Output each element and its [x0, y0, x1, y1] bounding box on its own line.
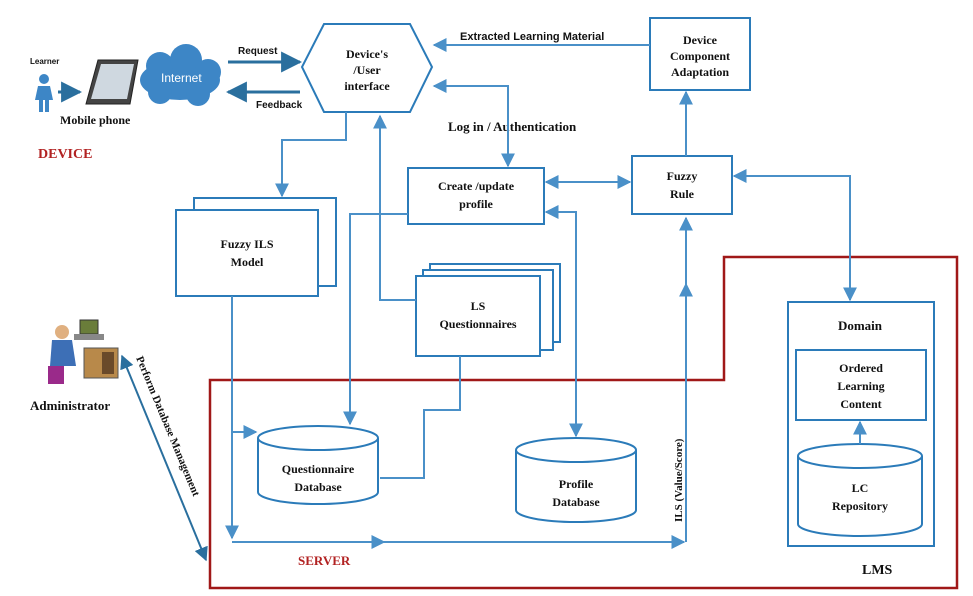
create-update-profile-node: [407, 167, 545, 225]
lc-label-line2: Repository: [832, 499, 888, 513]
dca-label-line2: Component: [670, 49, 730, 63]
lc-label-line1: LC: [852, 481, 869, 495]
profile-to-qdb-connector: [343, 213, 408, 426]
olc-label-line3: Content: [840, 397, 881, 411]
qdb-label-line1: Questionnaire: [282, 462, 355, 476]
perform-db-management-label: Perform Database Management: [133, 355, 202, 499]
database-management-arrow: [120, 354, 208, 562]
fuzzy-rule-label-line2: Rule: [670, 187, 695, 201]
questionnaire-database-node: [257, 425, 379, 505]
mobile-phone-icon: [85, 59, 139, 105]
pdb-label-line1: Profile: [559, 477, 594, 491]
dca-label-line3: Adaptation: [671, 65, 729, 79]
administrator-label: Administrator: [30, 398, 110, 413]
domain-label: Domain: [838, 318, 883, 333]
user-interface-node: [300, 23, 434, 113]
fuzzy-ils-label-line1: Fuzzy ILS: [220, 237, 273, 251]
fuzzy-rule-node: [631, 155, 733, 215]
ls-to-qdb-connector: [380, 356, 461, 479]
server-label: SERVER: [298, 553, 351, 568]
qdb-label-line2: Database: [294, 480, 342, 494]
lc-repository-node: [797, 443, 923, 537]
administrator-icon: [48, 319, 119, 384]
dca-label-line1: Device: [683, 33, 718, 47]
profile-db-connector: [544, 205, 583, 438]
olc-label-line1: Ordered: [839, 361, 883, 375]
device-component-adaptation-node: [649, 17, 751, 91]
server-boundary: [208, 255, 959, 590]
internet-label: Internet: [161, 71, 202, 85]
lms-label: LMS: [862, 563, 893, 578]
ls-questionnaires-node: [415, 275, 541, 357]
ui-to-fuzzy-ils-connector: [275, 112, 347, 198]
pdb-label-line2: Database: [552, 495, 600, 509]
fuzzy-ils-label-line2: Model: [231, 255, 264, 269]
ui-label-line2: /User: [352, 63, 381, 77]
profile-label-line1: Create /update: [438, 179, 515, 193]
internet-cloud-icon: [140, 44, 221, 106]
feedback-label: Feedback: [256, 100, 303, 111]
fuzzy-rule-domain-connector: [732, 169, 857, 302]
ils-value-label: ILS (Value/Score): [673, 438, 685, 522]
profile-database-node: [515, 437, 637, 523]
profile-label-line2: profile: [459, 197, 493, 211]
login-auth-connector: [432, 79, 515, 168]
request-label: Request: [238, 46, 278, 57]
extracted-material-label: Extracted Learning Material: [460, 31, 604, 43]
ls-label-line1: LS: [471, 299, 486, 313]
fuzzy-rule-label-line1: Fuzzy: [667, 169, 698, 183]
ls-label-line2: Questionnaires: [439, 317, 516, 331]
learner-icon: [35, 74, 53, 112]
mobile-phone-label: Mobile phone: [60, 113, 131, 127]
login-label: Log in / Authentication: [448, 119, 577, 134]
fuzzy-ils-model-node: [175, 209, 319, 297]
ui-label-line1: Device's: [346, 47, 388, 61]
ui-label-line3: interface: [344, 79, 390, 93]
device-label: DEVICE: [38, 147, 92, 162]
ls-to-ui-connector: [373, 114, 416, 301]
learner-label: Learner: [30, 57, 59, 66]
olc-label-line2: Learning: [837, 379, 884, 393]
ordered-learning-content-node: [795, 349, 927, 421]
